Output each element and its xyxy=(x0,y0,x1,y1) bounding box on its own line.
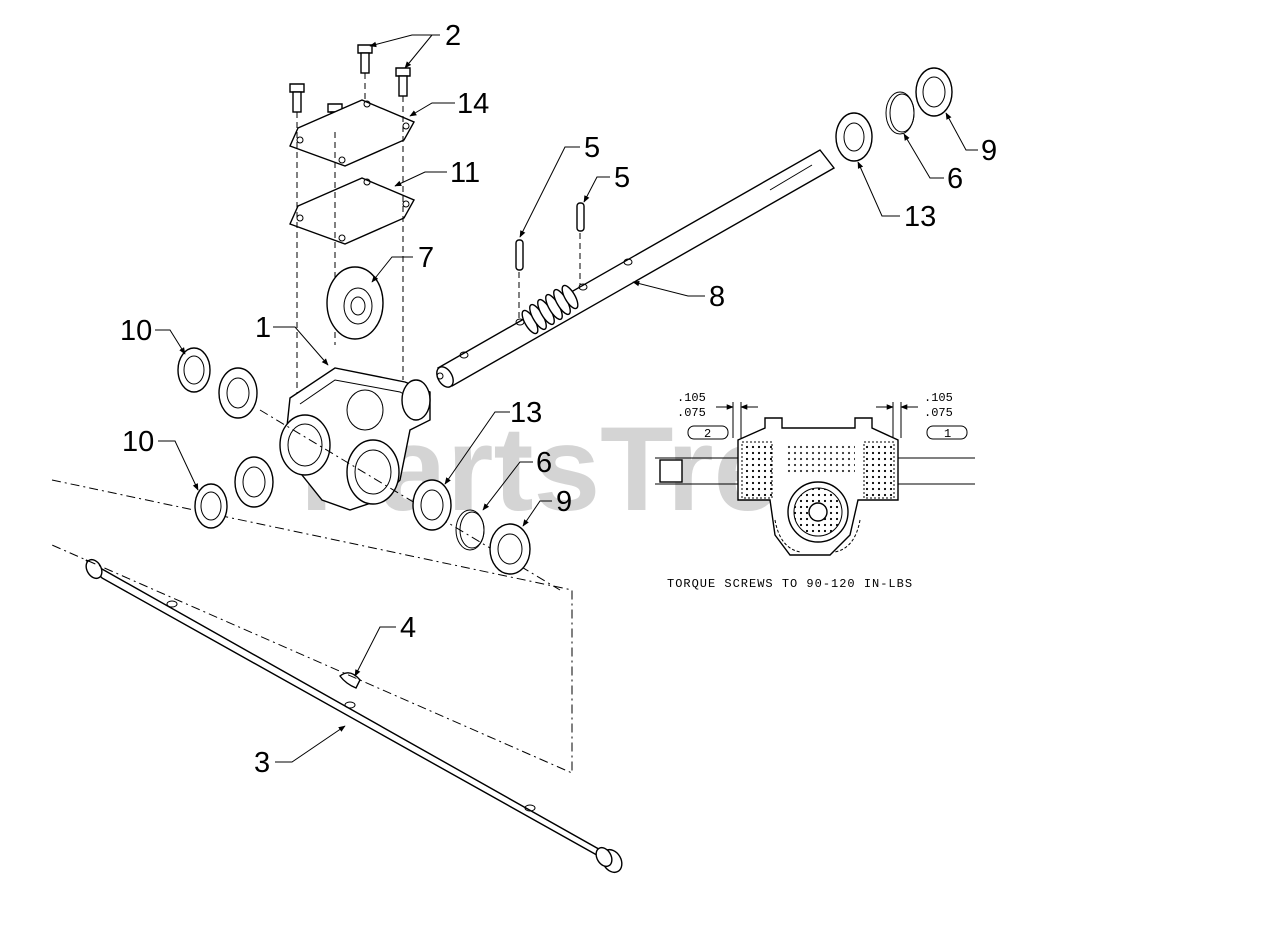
callout-3: 3 xyxy=(254,747,270,779)
callout-1: 1 xyxy=(255,312,271,344)
right-dim-top: .105 xyxy=(924,391,953,405)
worm-shaft xyxy=(436,149,836,388)
seal-right-upper xyxy=(915,67,953,117)
callout-7: 7 xyxy=(418,242,434,274)
callout-5-right: 5 xyxy=(614,162,630,194)
seal-left-lower xyxy=(194,483,228,529)
roll-pin-left xyxy=(515,239,524,271)
right-tag: 1 xyxy=(944,427,951,441)
bearing-right-lower xyxy=(412,479,452,531)
bearing-left-upper xyxy=(218,367,258,419)
callout-6-lower: 6 xyxy=(536,447,552,479)
gearbox-cover xyxy=(289,99,415,167)
callout-10-lower: 10 xyxy=(122,426,154,458)
callout-6-upper: 6 xyxy=(947,163,963,195)
torque-note: TORQUE SCREWS TO 90-120 IN-LBS xyxy=(667,577,913,591)
callout-11: 11 xyxy=(450,157,480,189)
callout-9-lower: 9 xyxy=(556,486,572,518)
callout-13-lower: 13 xyxy=(510,397,542,429)
bearing-right-upper xyxy=(835,112,873,162)
left-tag: 2 xyxy=(704,427,711,441)
callout-10-upper: 10 xyxy=(120,315,152,347)
seal-right-lower xyxy=(489,523,531,575)
callout-4: 4 xyxy=(400,612,416,644)
gasket xyxy=(289,177,415,245)
worm-wheel-gear xyxy=(326,266,384,340)
callout-numbers: 2 14 11 7 1 10 10 5 5 8 13 6 9 13 6 9 4 … xyxy=(120,20,997,779)
worm-coils xyxy=(521,284,579,335)
bearing-left-lower xyxy=(234,456,274,508)
callout-13-upper: 13 xyxy=(904,201,936,233)
assembly-detail-view xyxy=(655,402,975,556)
left-dim-bottom: .075 xyxy=(677,406,706,420)
bolt-alignment-lines xyxy=(296,73,404,395)
callout-5-left: 5 xyxy=(584,132,600,164)
callout-9-upper: 9 xyxy=(981,135,997,167)
right-dim-bottom: .075 xyxy=(924,406,953,420)
snap-ring-upper xyxy=(885,91,915,135)
detail-annotations: .105 .075 2 .105 .075 1 TORQUE SCREWS TO… xyxy=(667,391,953,591)
left-dim-top: .105 xyxy=(677,391,706,405)
leader-lines xyxy=(155,34,978,763)
roll-pin-right xyxy=(576,202,585,232)
woodruff-key xyxy=(339,672,361,689)
callout-2: 2 xyxy=(445,20,461,52)
snap-ring-lower xyxy=(455,509,485,551)
callout-14: 14 xyxy=(457,88,489,120)
axle-shaft xyxy=(85,558,623,874)
seal-left-upper xyxy=(177,347,211,393)
callout-8: 8 xyxy=(709,281,725,313)
